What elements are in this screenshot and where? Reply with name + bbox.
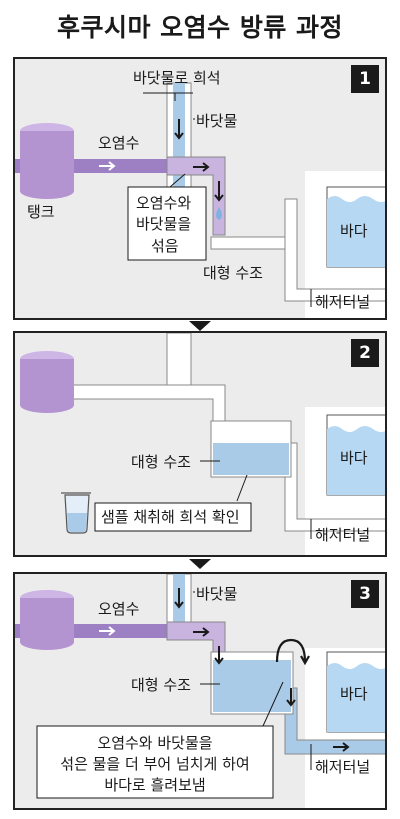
step-2-diagram: 대형 수조 샘플 채취해 희석 확인 바다 해저터널 [20, 333, 385, 555]
sea-label: 바다 [340, 685, 368, 703]
flow-arrow [174, 119, 184, 140]
seawater-label: 바닷물 [196, 585, 237, 603]
flow-arrow [193, 162, 210, 172]
step-number: 1 [351, 65, 379, 93]
sea-water [327, 426, 385, 495]
tunnel-pipe [284, 198, 385, 302]
mixing-pipe [54, 384, 226, 424]
callout-line [169, 173, 186, 188]
flow-arrow [214, 646, 224, 665]
step-1-panel: 1 바닷물로 희석 바닷물 오염수 [13, 57, 387, 320]
beaker-icon [61, 492, 91, 534]
undersea-tunnel-label: 해저터널 [315, 758, 370, 776]
overflow-label-line2: 섞은 물을 더 부어 넘치게 하여 [60, 755, 249, 773]
sample-label: 샘플 채취해 희석 확인 [101, 508, 240, 526]
water-drop [216, 207, 222, 220]
undersea-tunnel-label: 해저터널 [315, 526, 370, 544]
tank-body [20, 131, 74, 191]
tank-bottom [20, 397, 74, 413]
mix-label-line1: 오염수와 [136, 194, 191, 212]
overflow-label-line3: 바다로 흘려보냄 [104, 776, 205, 794]
step-arrow-down [189, 321, 211, 331]
large-tank-label: 대형 수조 [131, 676, 191, 694]
dilution-label: 바닷물로 희석 [133, 69, 221, 87]
tank-bottom [20, 634, 74, 650]
mixing-pipe [166, 156, 226, 236]
tank-bottom [20, 183, 74, 199]
sea-water [327, 196, 385, 267]
contaminated-water-label: 오염수 [98, 600, 139, 618]
flow-arrow [193, 627, 210, 637]
large-tank-water [213, 443, 289, 475]
mixing-pipe [166, 621, 226, 655]
seawater-label: 바닷물 [196, 112, 237, 130]
flow-arrow [286, 688, 296, 707]
step-arrow-down [189, 559, 211, 569]
large-tank-label: 대형 수조 [131, 453, 191, 471]
overflow-label-line1: 오염수와 바닷물을 [97, 734, 212, 752]
flow-arrow [333, 742, 350, 752]
sea-label: 바다 [340, 449, 368, 467]
sea-water [327, 663, 385, 732]
overflow-callout-box [36, 725, 274, 799]
page-title: 후쿠시마 오염수 방류 과정 [56, 13, 344, 42]
step-number: 2 [351, 339, 379, 367]
mix-callout-box [127, 186, 207, 261]
step-number: 3 [351, 580, 379, 608]
sea-label: 바다 [340, 222, 368, 240]
large-tank-pipe [210, 236, 286, 250]
sample-callout-box [94, 502, 252, 532]
large-tank-water [213, 660, 291, 712]
callout-line [236, 474, 248, 502]
tank-label: 탱크 [27, 203, 55, 221]
overflow-arrow [275, 638, 310, 666]
step-2-panel: 2 대형 수조 샘플 채취해 희석 확인 바다 해저터널 [13, 331, 387, 557]
callout-line [262, 681, 284, 727]
mix-label-line3: 섞음 [151, 237, 179, 255]
step-3-diagram: 바닷물 오염수 대형 수조 바다 해저터널 오염수와 바닷물을 섞은 물을 더 … [15, 574, 385, 808]
flow-arrow [214, 181, 224, 202]
mix-label-line2: 바닷물을 [136, 215, 191, 233]
undersea-tunnel-label: 해저터널 [315, 293, 370, 311]
flow-arrow [174, 588, 184, 609]
contaminated-water-label: 오염수 [98, 134, 139, 152]
step-3-panel: 3 바닷물 오염수 대형 수조 바다 해저터널 오염수와 바닷물을 섞은 물을 … [13, 572, 387, 810]
large-tank-label: 대형 수조 [203, 264, 263, 282]
step-1-diagram: 바닷물로 희석 바닷물 오염수 탱크 오염수와 바닷물을 섞음 대형 수조 바다… [15, 69, 385, 318]
flow-arrow [99, 161, 116, 171]
flow-arrow [99, 626, 116, 636]
